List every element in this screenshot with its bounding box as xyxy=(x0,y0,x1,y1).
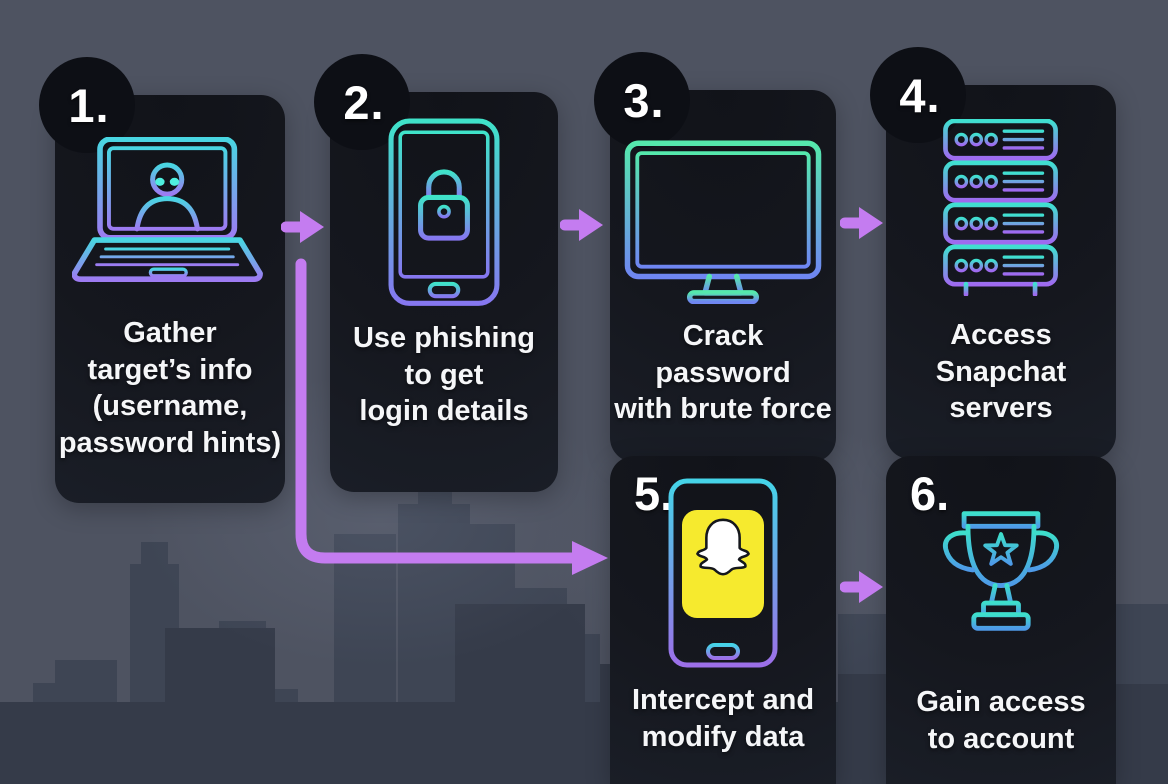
step-card-6: 6. Gain access to account xyxy=(886,456,1116,784)
step-number: 3. xyxy=(623,73,665,127)
snapchat-ghost xyxy=(696,518,750,576)
step-number: 1. xyxy=(68,78,110,132)
arrow-step5-to-step6 xyxy=(840,568,886,606)
phone-snapchat-icon xyxy=(668,478,778,668)
server-rack-icon xyxy=(938,119,1064,297)
step-number-badge: 4. xyxy=(870,47,966,143)
step-card-3: 3. xyxy=(594,52,836,462)
step-label: Gather target’s info (username, password… xyxy=(58,317,282,459)
phone-lock-icon xyxy=(388,118,500,306)
monitor-code-icon xyxy=(622,140,824,304)
arrow-step2-to-step3 xyxy=(560,206,606,244)
step-label: Intercept and modify data xyxy=(631,684,815,753)
step-card-1: 1. xyxy=(39,57,285,503)
step-number: 5. xyxy=(634,467,674,520)
step-label: Access Snapchat servers xyxy=(935,319,1067,425)
step-number: 2. xyxy=(343,75,385,129)
step-card-5: 5. Intercept and modify data xyxy=(610,456,836,784)
arrow-step3-to-step4 xyxy=(840,204,886,242)
trophy-icon xyxy=(933,502,1069,657)
step-label: Crack password with brute force xyxy=(614,320,832,426)
step-card-4: 4. xyxy=(870,47,1116,459)
arrow-step1-to-step2 xyxy=(281,208,327,246)
laptop-hacker-icon xyxy=(72,137,268,288)
step-number: 6. xyxy=(910,467,950,520)
step-number-badge: 3. xyxy=(594,52,690,148)
step-label: Gain access to account xyxy=(916,686,1086,755)
step-number: 4. xyxy=(899,68,941,122)
step-card-2: 2. Use phishing to get login det xyxy=(314,54,558,492)
step-label: Use phishing to get login details xyxy=(352,322,536,428)
